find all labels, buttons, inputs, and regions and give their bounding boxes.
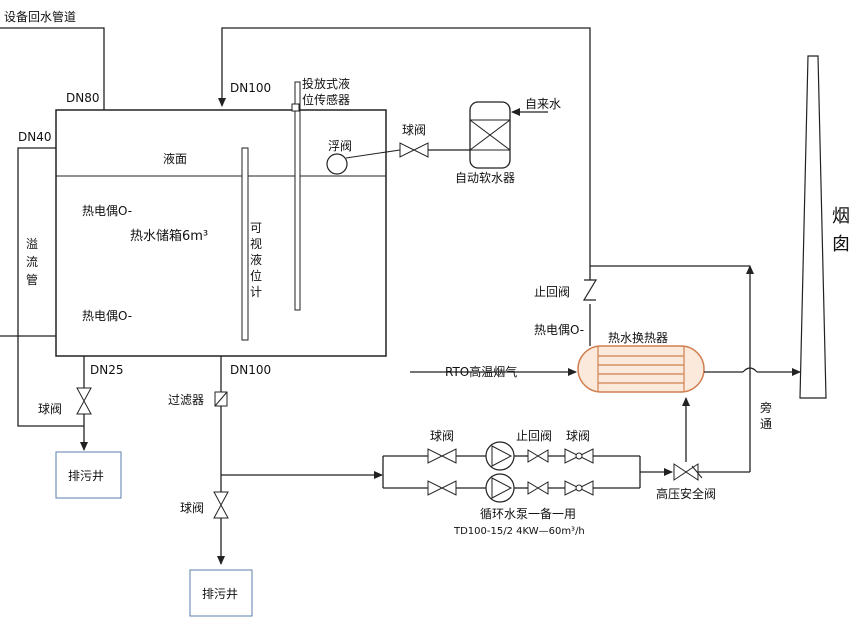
- label-thermocouple-hx: 热电偶O-: [534, 323, 584, 337]
- label-pump-spec: TD100-15/2 4KW—60m³/h: [453, 526, 585, 537]
- top-return-pipe: [218, 27, 591, 266]
- chimney: [799, 55, 827, 399]
- label-safety-valve: 高压安全阀: [656, 486, 716, 501]
- label-dn40: DN40: [18, 130, 52, 144]
- safety-valve: [673, 463, 750, 481]
- drain-well-1: [55, 451, 122, 499]
- heat-exchanger: [577, 345, 705, 393]
- label-return-pipe: 设备回水管道: [4, 9, 76, 24]
- label-level-gauge-1: 可: [250, 221, 262, 235]
- label-liquid-surface: 液面: [163, 151, 187, 166]
- label-drain-well-1: 排污井: [68, 469, 104, 483]
- label-rto-gas: RTO高温烟气: [445, 364, 517, 379]
- ball-valve-drain-1: [76, 387, 92, 415]
- ball-valve-drain-2: [213, 491, 229, 519]
- water-softener: [469, 101, 511, 169]
- label-ball-valve-drain-2: 球阀: [180, 501, 204, 515]
- return-water-pipe: [0, 27, 105, 110]
- label-dn100-top: DN100: [230, 81, 271, 95]
- drain-well-2: [189, 569, 253, 617]
- overflow-pipe: [0, 147, 84, 427]
- ball-valve-softener: [399, 142, 470, 158]
- label-overflow-1: 溢: [26, 237, 38, 251]
- level-sensor: [291, 81, 301, 311]
- label-chimney-2: 囱: [832, 234, 850, 255]
- label-level-gauge-5: 计: [250, 285, 262, 299]
- label-dn25: DN25: [90, 363, 124, 377]
- label-level-sensor-1: 投放式液: [302, 76, 350, 91]
- float-valve: [326, 149, 401, 175]
- ball-valve-pump-in-lower: [427, 480, 457, 496]
- label-dn100-bottom: DN100: [230, 363, 271, 377]
- label-level-sensor-2: 位传感器: [302, 92, 350, 107]
- level-gauge-bar: [241, 147, 249, 341]
- flue-to-chimney: [704, 367, 801, 376]
- pump-block: [382, 441, 641, 503]
- label-bypass-2: 通: [760, 417, 772, 431]
- label-dn80: DN80: [66, 91, 100, 105]
- label-ball-valve-pump-out: 球阀: [566, 429, 590, 443]
- label-overflow-2: 流: [26, 255, 38, 269]
- hot-water-tank: [55, 109, 387, 357]
- label-ball-valve-softener: 球阀: [402, 123, 426, 137]
- label-check-valve-return: 止回阀: [534, 285, 570, 299]
- label-thermocouple-bottom: 热电偶O-: [82, 309, 132, 323]
- label-ball-valve-drain-1: 球阀: [38, 402, 62, 416]
- label-level-gauge-3: 液: [250, 252, 262, 267]
- label-float-valve: 浮阀: [328, 139, 352, 153]
- label-drain-well-2: 排污井: [202, 587, 238, 601]
- label-level-gauge-2: 视: [250, 236, 262, 251]
- hx-outlet-pipe: [582, 266, 598, 346]
- label-check-valve-pump: 止回阀: [516, 429, 552, 443]
- label-tap-water: 自来水: [525, 97, 561, 111]
- drain-line-2: [213, 356, 229, 565]
- label-chimney-1: 烟: [832, 206, 850, 227]
- label-bypass-1: 旁: [760, 400, 772, 415]
- label-filter: 过滤器: [168, 393, 204, 407]
- check-valve-pump-upper: [527, 449, 549, 463]
- label-pump: 循环水泵一备一用: [480, 507, 576, 521]
- check-valve-pump-lower: [527, 481, 549, 495]
- ball-valve-pump-in-upper: [427, 448, 457, 464]
- label-ball-valve-pump-in: 球阀: [430, 429, 454, 443]
- label-heat-exchanger: 热水换热器: [608, 331, 668, 345]
- label-overflow-3: 管: [26, 272, 38, 287]
- drain-line-1: [76, 356, 92, 451]
- label-thermocouple-top: 热电偶O-: [82, 204, 132, 218]
- label-tank: 热水储箱6m³: [130, 228, 208, 244]
- check-valve-return: [582, 279, 598, 301]
- label-level-gauge-4: 位: [250, 268, 262, 283]
- label-softener: 自动软水器: [455, 171, 515, 185]
